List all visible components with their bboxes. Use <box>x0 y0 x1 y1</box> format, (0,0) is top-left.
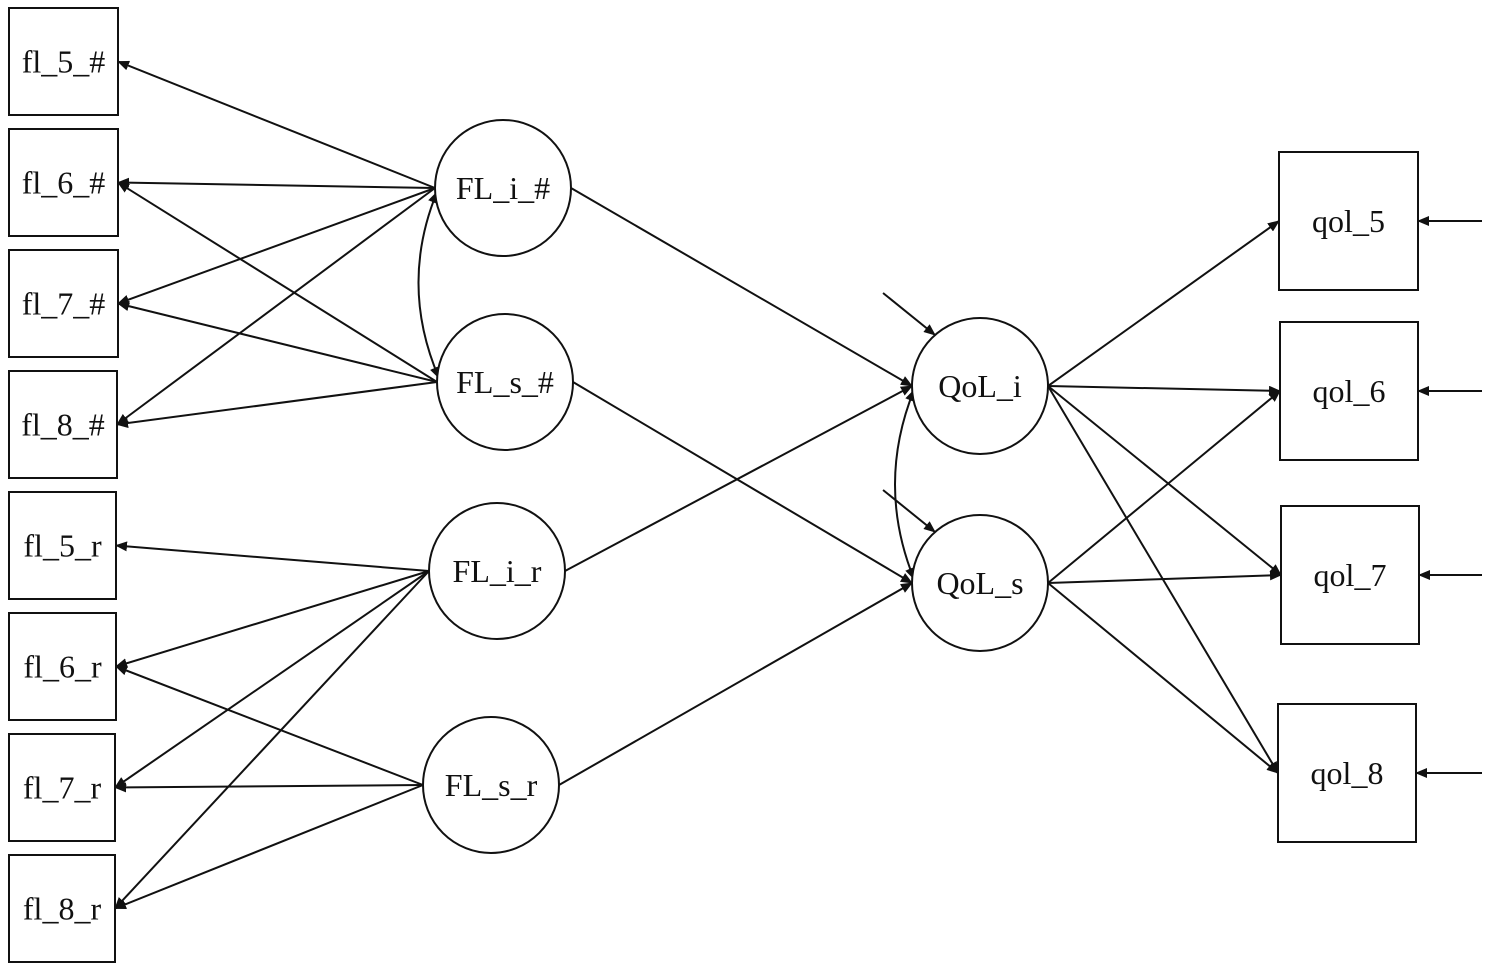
edge-FLsh-to-fl8h <box>116 381 438 429</box>
edge-QoLs-to-qol6 <box>1047 390 1281 584</box>
latent-variable-FLir: FL_i_r <box>428 502 566 640</box>
node-label: FL_s_# <box>456 364 554 400</box>
observed-variable-qol7: qol_7 <box>1280 505 1420 645</box>
edge-FLir-to-QoLi <box>564 385 913 572</box>
node-label: fl_6_# <box>22 165 106 201</box>
edge-FLih-to-fl7h <box>117 187 436 305</box>
observed-variable-fl5h: fl_5_# <box>8 7 119 116</box>
disturbance-arrow-QoLi <box>882 292 936 336</box>
node-box <box>8 733 116 842</box>
latent-variable-FLih: FL_i_# <box>434 119 572 257</box>
node-label: qol_8 <box>1311 755 1384 791</box>
node-circle <box>911 514 1049 652</box>
node-label: fl_7_# <box>22 286 106 322</box>
node-label: FL_i_r <box>453 553 542 589</box>
edge-FLsh-to-fl7h <box>117 301 438 383</box>
latent-variable-QoLs: QoL_s <box>911 514 1049 652</box>
node-box <box>1279 321 1419 461</box>
node-circle <box>911 317 1049 455</box>
node-label: QoL_s <box>936 565 1023 601</box>
node-box <box>1280 505 1420 645</box>
node-box <box>8 249 119 358</box>
edge-FLih-to-fl5h <box>117 60 436 189</box>
edge-FLir-to-fl7r <box>114 570 430 789</box>
observed-variable-qol5: qol_5 <box>1278 151 1419 291</box>
edge-FLir-to-fl8r <box>114 570 430 910</box>
node-circle <box>434 119 572 257</box>
edge-FLsr-to-fl7r <box>114 782 424 793</box>
edge-QoLs-to-qol7 <box>1047 570 1282 584</box>
node-circle <box>428 502 566 640</box>
edge-FLsr-to-fl8r <box>114 784 424 910</box>
node-label: fl_5_r <box>23 528 102 564</box>
observed-variable-fl7r: fl_7_r <box>8 733 116 842</box>
nodes-layer: fl_5_# fl_6_# fl_7_# fl_8_# fl_5_r fl_6_r fl_7… <box>8 7 1420 963</box>
node-box <box>8 370 118 479</box>
edge-FLsh-to-QoLs <box>572 381 913 584</box>
edge-FLsr-to-fl6r <box>115 665 424 786</box>
node-label: fl_8_r <box>23 891 102 927</box>
node-label: qol_7 <box>1314 557 1387 593</box>
node-label: fl_6_r <box>23 649 102 685</box>
edge-FLsh-to-fl6h <box>117 181 438 383</box>
edge-FLir-to-fl6r <box>115 570 430 669</box>
observed-variable-qol6: qol_6 <box>1279 321 1419 461</box>
node-box <box>8 128 119 237</box>
observed-variable-fl7h: fl_7_# <box>8 249 119 358</box>
node-label: fl_7_r <box>23 770 102 806</box>
edge-QoLi-to-qol7 <box>1047 385 1282 576</box>
node-box <box>8 612 117 721</box>
edges-layer <box>114 60 1482 910</box>
node-circle <box>422 716 560 854</box>
observed-variable-fl8r: fl_8_r <box>8 854 116 963</box>
edge-QoLi-to-qol6 <box>1047 385 1281 396</box>
node-label: qol_6 <box>1313 373 1386 409</box>
node-box <box>8 854 116 963</box>
node-label: FL_s_r <box>445 767 538 803</box>
node-label: fl_5_# <box>22 44 106 80</box>
disturbance-arrow-QoLs <box>882 489 936 533</box>
node-label: FL_i_# <box>456 170 550 206</box>
observed-variable-fl8h: fl_8_# <box>8 370 118 479</box>
observed-variable-qol8: qol_8 <box>1277 703 1417 843</box>
node-label: fl_8_# <box>21 407 105 443</box>
node-box <box>1277 703 1417 843</box>
covariance-QoLi-QoLs <box>894 389 915 580</box>
observed-variable-fl5r: fl_5_r <box>8 491 117 600</box>
node-label: qol_5 <box>1312 203 1385 239</box>
latent-variable-FLsr: FL_s_r <box>422 716 560 854</box>
edge-QoLi-to-qol5 <box>1047 220 1280 387</box>
node-label: QoL_i <box>938 368 1022 404</box>
latent-variable-QoLi: QoL_i <box>911 317 1049 455</box>
observed-variable-fl6r: fl_6_r <box>8 612 117 721</box>
node-box <box>8 7 119 116</box>
edge-FLih-to-fl6h <box>117 177 436 189</box>
edge-QoLs-to-qol8 <box>1047 582 1279 774</box>
node-circle <box>436 313 574 451</box>
node-box <box>8 491 117 600</box>
edge-FLir-to-fl5r <box>115 541 430 572</box>
edge-FLih-to-fl8h <box>116 187 436 426</box>
observed-variable-fl6h: fl_6_# <box>8 128 119 237</box>
edge-FLsr-to-QoLs <box>558 582 913 786</box>
latent-variable-FLsh: FL_s_# <box>436 313 574 451</box>
covariance-FLih-FLsh <box>417 191 440 379</box>
edge-FLih-to-QoLi <box>570 187 913 387</box>
node-box <box>1278 151 1419 291</box>
